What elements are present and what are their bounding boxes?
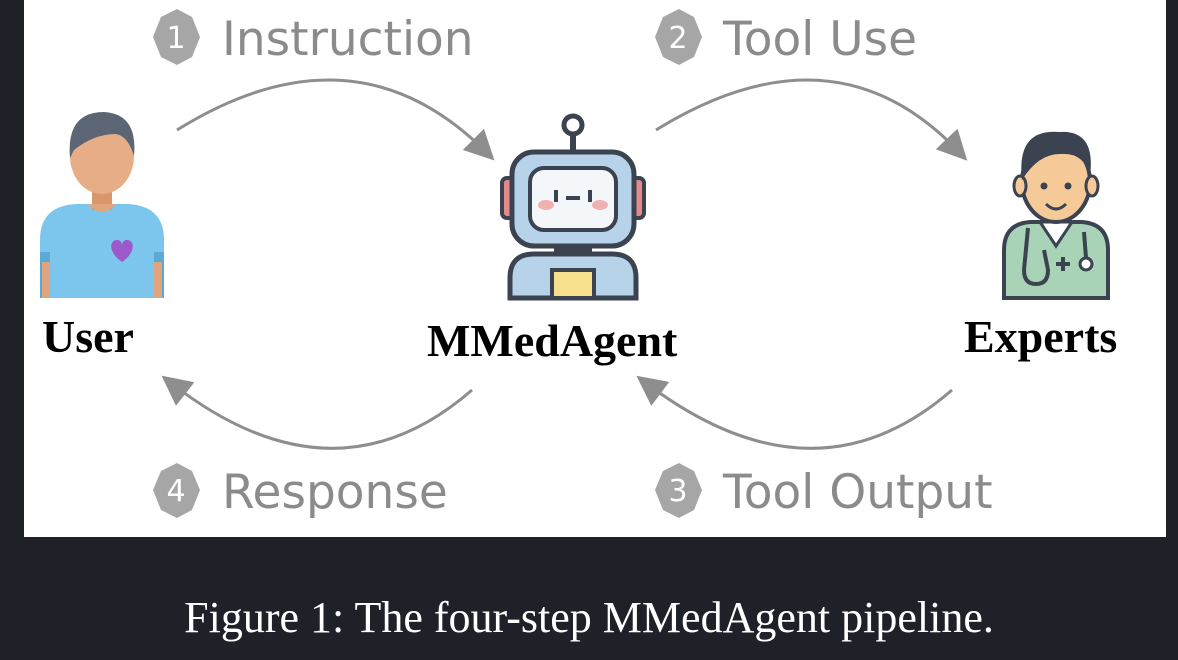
step-1-text: Instruction xyxy=(222,12,474,67)
step-1-label: 1 Instruction xyxy=(153,9,474,67)
arrow-tool-output xyxy=(636,375,953,450)
step-4-number: 4 xyxy=(166,474,185,509)
step-2-text: Tool Use xyxy=(722,12,917,67)
mmedagent-label: MMedAgent xyxy=(427,315,678,366)
doctor-icon xyxy=(1002,131,1110,300)
step-3-number: 3 xyxy=(668,474,687,509)
step-1-number: 1 xyxy=(166,21,185,56)
step-3-text: Tool Output xyxy=(722,465,993,520)
step-4-badge xyxy=(153,463,200,518)
figure-caption: Figure 1: The four-step MMedAgent pipeli… xyxy=(184,593,994,642)
step-4-text: Response xyxy=(222,465,448,520)
diagram-panel: 1 Instruction 2 Tool Use 4 Response 3 To… xyxy=(24,0,1166,537)
step-3-label: 3 Tool Output xyxy=(655,463,993,520)
heart-icon xyxy=(111,239,133,262)
step-2-badge xyxy=(655,9,702,65)
arrow-response xyxy=(161,375,473,450)
step-2-number: 2 xyxy=(668,21,687,56)
pipeline-diagram: 1 Instruction 2 Tool Use 4 Response 3 To… xyxy=(40,9,1117,520)
step-3-badge xyxy=(655,463,702,518)
user-label: User xyxy=(42,311,134,362)
step-2-label: 2 Tool Use xyxy=(655,9,917,67)
robot-icon xyxy=(500,113,646,301)
step-4-label: 4 Response xyxy=(153,463,448,520)
stethoscope-icon xyxy=(1021,227,1051,287)
arrow-tool-use xyxy=(655,78,968,161)
step-1-badge xyxy=(153,9,200,65)
experts-label: Experts xyxy=(964,311,1117,362)
user-icon xyxy=(40,112,164,298)
arrow-instruction xyxy=(176,78,495,161)
